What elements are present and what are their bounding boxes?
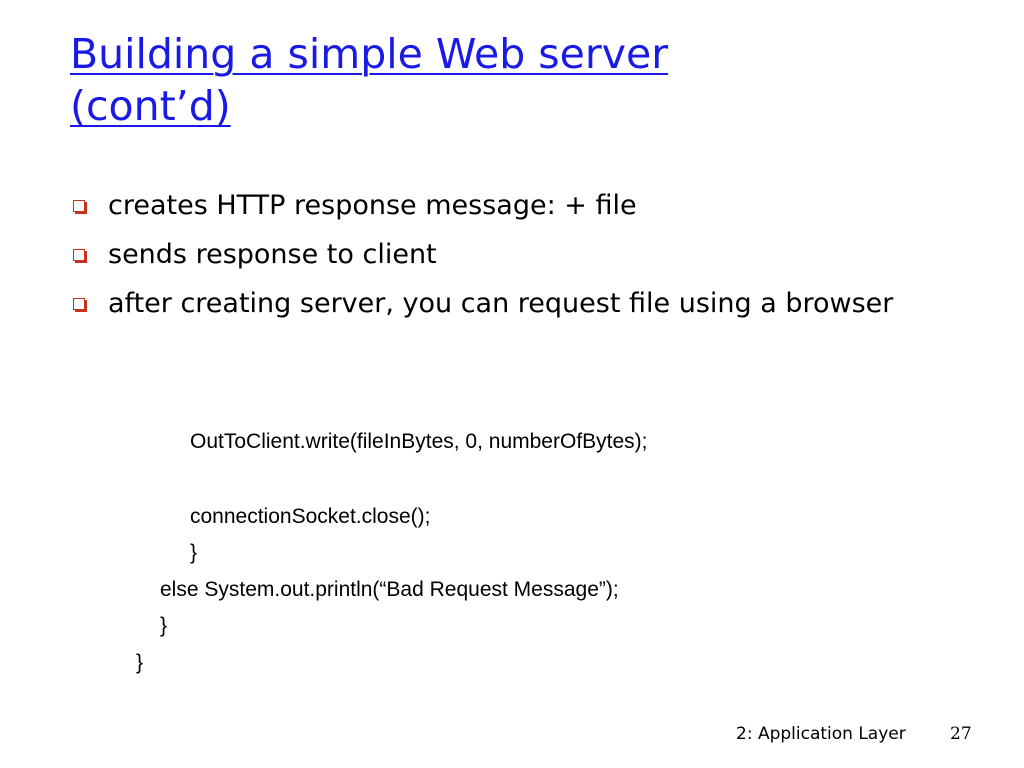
bullet-item: after creating server, you can request f… bbox=[70, 284, 950, 324]
bullet-text: sends response to client bbox=[108, 239, 437, 270]
bullet-text: creates HTTP response message: + file bbox=[108, 190, 637, 221]
bullet-list: creates HTTP response message: + file se… bbox=[70, 186, 950, 333]
code-block: OutToClient.write(fileInBytes, 0, number… bbox=[0, 0, 648, 674]
bullet-text: after creating server, you can request f… bbox=[108, 288, 894, 319]
slide-title-line-2: (cont’d) bbox=[70, 82, 231, 130]
square-bullet-icon bbox=[73, 249, 85, 261]
footer-label: 2: Application Layer bbox=[736, 724, 906, 744]
square-bullet-icon bbox=[73, 298, 85, 310]
slide-title: Building a simple Web server (cont’d) bbox=[70, 28, 970, 132]
square-bullet-icon bbox=[73, 200, 85, 212]
code-line: OutToClient.write(fileInBytes, 0, number… bbox=[190, 430, 648, 453]
slide-title-line-1: Building a simple Web server bbox=[70, 30, 669, 78]
code-line: } bbox=[136, 651, 144, 674]
bullet-item: sends response to client bbox=[70, 235, 950, 275]
bullet-item: creates HTTP response message: + file bbox=[70, 186, 950, 226]
code-line: } bbox=[190, 541, 198, 564]
code-line: connectionSocket.close(); bbox=[190, 505, 431, 528]
code-line: else System.out.println(“Bad Request Mes… bbox=[160, 578, 619, 601]
page-number: 27 bbox=[950, 724, 972, 744]
code-line: } bbox=[160, 614, 168, 637]
